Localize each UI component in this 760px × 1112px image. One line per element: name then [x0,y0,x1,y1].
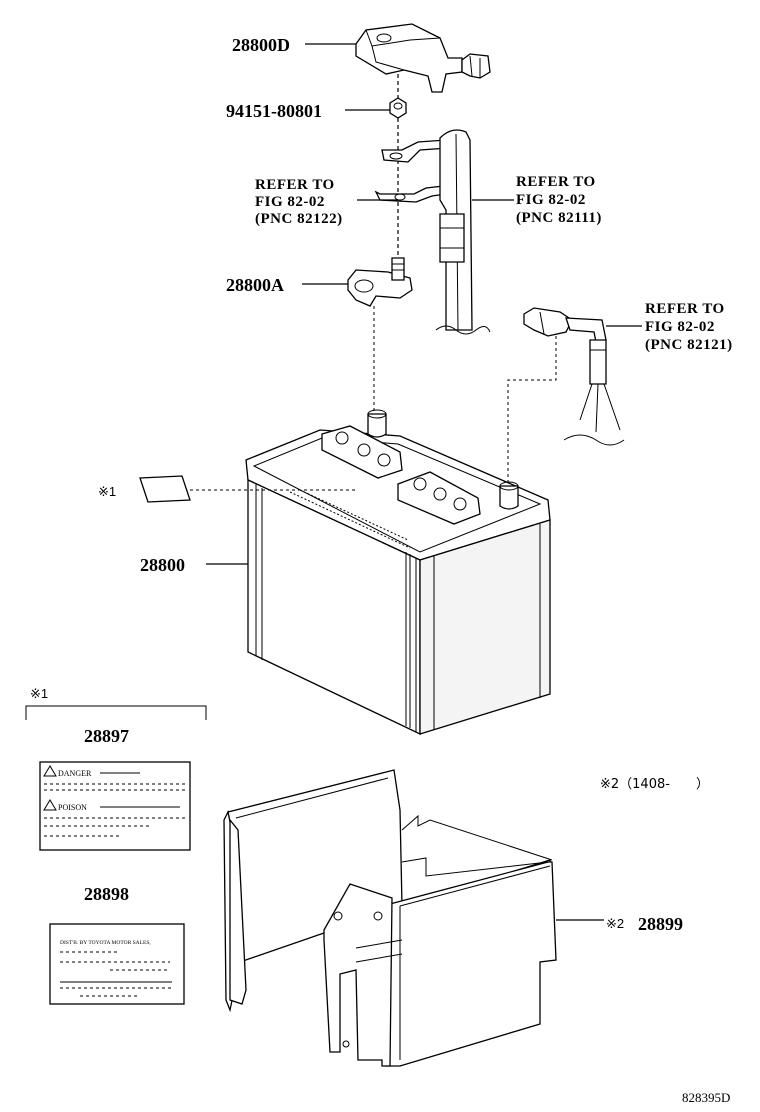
label-94151-80801: 94151-80801 [226,101,322,121]
label-placement-marker [139,475,191,503]
positive-cable-part [374,129,491,335]
label-28897: 28897 [84,726,129,746]
holder-cover-part [355,23,491,93]
refer-right-line2: FIG 82-02 [645,319,715,335]
refer-left-line2: FIG 82-02 [255,194,325,210]
refer-left-line1: REFER TO [255,177,335,193]
battery-part [245,409,551,736]
mark1-group: ※1 [30,686,48,701]
refer-mid-line2: FIG 82-02 [516,192,586,208]
danger-label-part: DANGER POISON [39,761,191,851]
poison-heading: POISON [58,803,87,812]
clamp-part [347,257,413,307]
label-28898: 28898 [84,884,129,904]
refer-right-line1: REFER TO [645,301,725,317]
diagram-code: 828395D [682,1090,730,1105]
refer-mid-line1: REFER TO [516,174,596,190]
refer-mid-line3: (PNC 82111) [516,210,602,226]
label-28800: 28800 [140,555,185,575]
info-label-part: DIST'B. BY TOYOTA MOTOR SALES, [49,923,185,1005]
nut-part [389,97,407,119]
group-bracket [25,705,207,720]
info-label-line1: DIST'B. BY TOYOTA MOTOR SALES, [60,940,151,946]
note-2-date: ※2（1408- ） [600,777,709,792]
label-28899: 28899 [638,914,683,934]
mark1-battery: ※1 [98,484,116,499]
refer-left-line3: (PNC 82122) [255,211,343,227]
label-28800A: 28800A [226,275,284,295]
danger-heading: DANGER [58,769,92,778]
battery-tray-part [223,769,557,1067]
warning-triangle-icon [43,765,57,777]
refer-right-line3: (PNC 82121) [645,337,733,353]
label-28800D: 28800D [232,35,290,55]
tray-note-mark: ※2 [606,916,624,931]
warning-triangle-icon [43,799,57,811]
negative-cable-part [523,307,625,446]
